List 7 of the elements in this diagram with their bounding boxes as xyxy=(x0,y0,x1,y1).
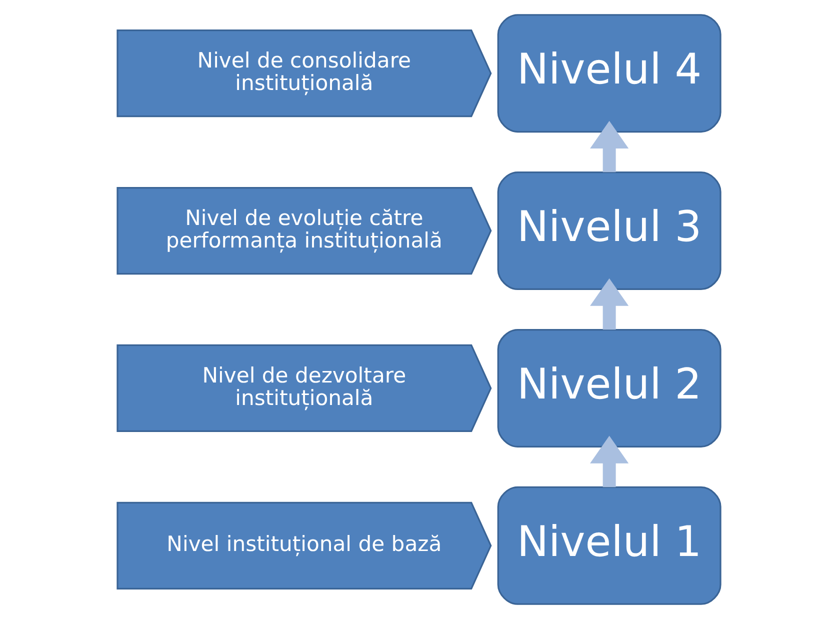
node-box: Nivelul 2 xyxy=(497,328,722,448)
arrow xyxy=(590,278,629,330)
node-box: Nivelul 4 xyxy=(497,14,722,133)
node-box: Nivelul 3 xyxy=(497,172,722,290)
node-box: Nivelul 1 xyxy=(497,486,722,605)
arrow xyxy=(590,436,629,488)
arrow xyxy=(590,120,629,172)
